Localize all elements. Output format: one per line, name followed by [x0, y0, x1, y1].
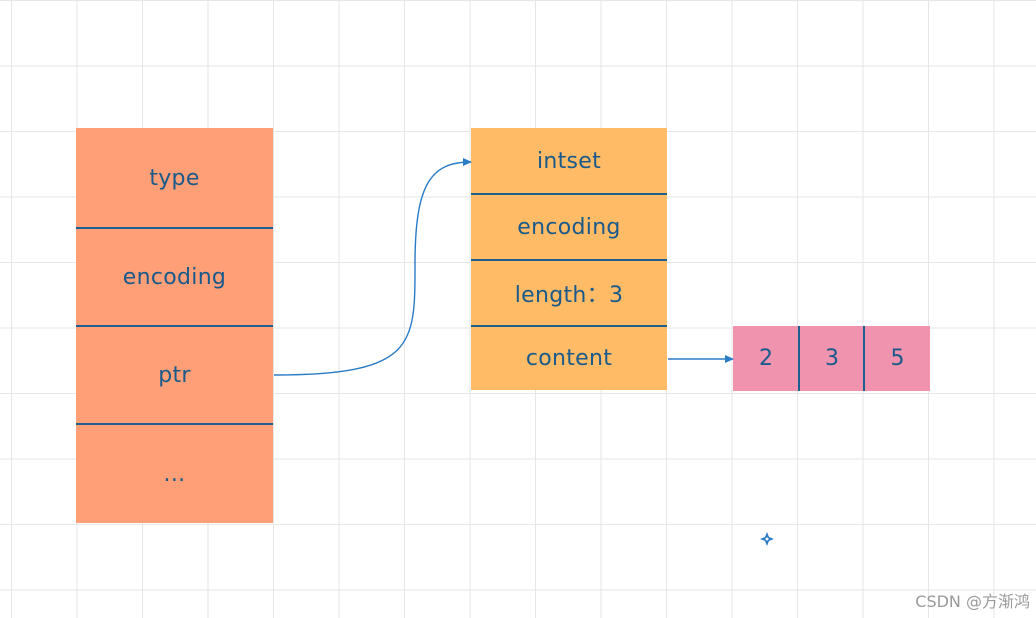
intset-field-header-label: intset — [536, 148, 602, 174]
redis-object-field-encoding: encoding — [76, 227, 273, 326]
int-array-cell: 2 — [733, 326, 799, 391]
redis-object-block: type encoding ptr ... — [76, 128, 273, 523]
redis-object-field-ptr: ptr — [76, 325, 273, 424]
move-cursor-icon — [760, 532, 774, 546]
redis-object-field-encoding-label: encoding — [122, 265, 227, 290]
redis-object-field-ellipsis-label: ... — [163, 461, 186, 487]
int-array-cell: 3 — [798, 326, 864, 391]
int-array-value: 3 — [825, 346, 839, 371]
int-array-block: 2 3 5 — [733, 326, 930, 391]
int-array-cell: 5 — [863, 326, 930, 391]
intset-field-content-label: content — [525, 346, 613, 371]
intset-field-encoding: encoding — [471, 193, 667, 259]
int-array-value: 5 — [890, 346, 905, 371]
watermark: CSDN @方渐鸿 — [915, 592, 1030, 611]
intset-block: intset encoding length：3 content — [471, 128, 667, 390]
intset-field-encoding-label: encoding — [517, 214, 621, 240]
intset-field-length: length：3 — [471, 259, 667, 325]
intset-field-header: intset — [471, 128, 667, 194]
redis-object-field-type: type — [76, 128, 273, 228]
redis-object-field-type-label: type — [149, 165, 200, 191]
redis-object-field-ptr-label: ptr — [158, 363, 191, 388]
intset-field-length-label: length：3 — [514, 283, 624, 308]
ptr-to-intset-arrow — [273, 158, 472, 376]
intset-field-content: content — [471, 325, 667, 390]
int-array-value: 2 — [759, 346, 773, 371]
redis-object-field-ellipsis: ... — [76, 423, 273, 523]
